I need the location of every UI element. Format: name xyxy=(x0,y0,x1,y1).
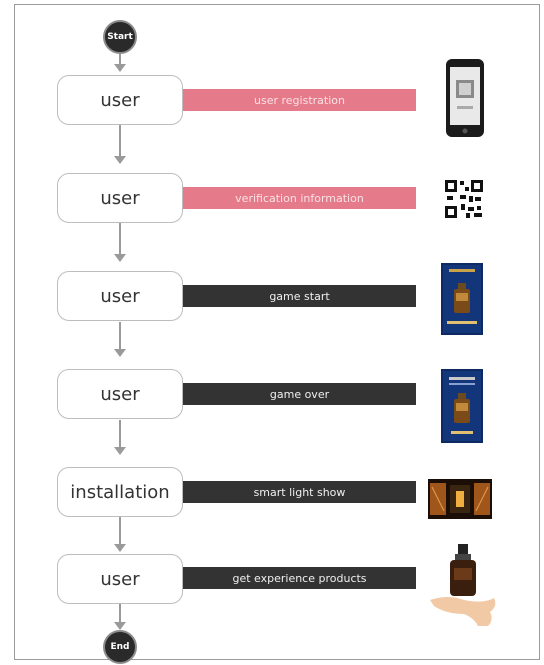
node-label: user xyxy=(100,89,140,111)
flow-arrow xyxy=(119,420,121,448)
arrowhead xyxy=(114,156,126,164)
light-show-icon xyxy=(428,479,492,519)
start-node: Start xyxy=(103,20,137,54)
flow-arrow xyxy=(119,125,121,158)
end-label: End xyxy=(110,642,130,652)
start-label: Start xyxy=(107,32,133,42)
qr-code-icon xyxy=(444,179,484,219)
action-label: verification information xyxy=(235,191,364,205)
action-label: get experience products xyxy=(232,571,367,585)
node-label: installation xyxy=(70,481,170,503)
phone-qr-icon xyxy=(446,59,484,137)
flow-arrow xyxy=(119,54,121,66)
action-label: game start xyxy=(269,289,330,303)
step-node: user xyxy=(57,173,183,223)
flow-arrow xyxy=(119,604,121,624)
node-label: user xyxy=(100,285,140,307)
arrowhead xyxy=(114,254,126,262)
arrowhead xyxy=(114,349,126,357)
action-bar: verification information xyxy=(183,187,416,209)
arrowhead xyxy=(114,447,126,455)
game-poster-icon xyxy=(441,369,483,443)
node-label: user xyxy=(100,383,140,405)
action-label: smart light show xyxy=(253,485,346,499)
action-bar: game over xyxy=(183,383,416,405)
action-bar: user registration xyxy=(183,89,416,111)
diagram-frame xyxy=(14,4,540,660)
arrowhead xyxy=(114,64,126,72)
flow-arrow xyxy=(119,223,121,256)
action-label: game over xyxy=(269,387,330,401)
node-label: user xyxy=(100,568,140,590)
action-bar: smart light show xyxy=(183,481,416,503)
arrowhead xyxy=(114,622,126,630)
step-node: installation xyxy=(57,467,183,517)
action-bar: game start xyxy=(183,285,416,307)
action-label: user registration xyxy=(254,93,345,107)
step-node: user xyxy=(57,271,183,321)
flow-arrow xyxy=(119,517,121,545)
end-node: End xyxy=(103,630,137,664)
step-node: user xyxy=(57,554,183,604)
step-node: user xyxy=(57,75,183,125)
step-node: user xyxy=(57,369,183,419)
product-in-hand-icon xyxy=(430,544,496,626)
node-label: user xyxy=(100,187,140,209)
arrowhead xyxy=(114,544,126,552)
flow-arrow xyxy=(119,322,121,350)
action-bar: get experience products xyxy=(183,567,416,589)
game-poster-icon xyxy=(441,263,483,335)
